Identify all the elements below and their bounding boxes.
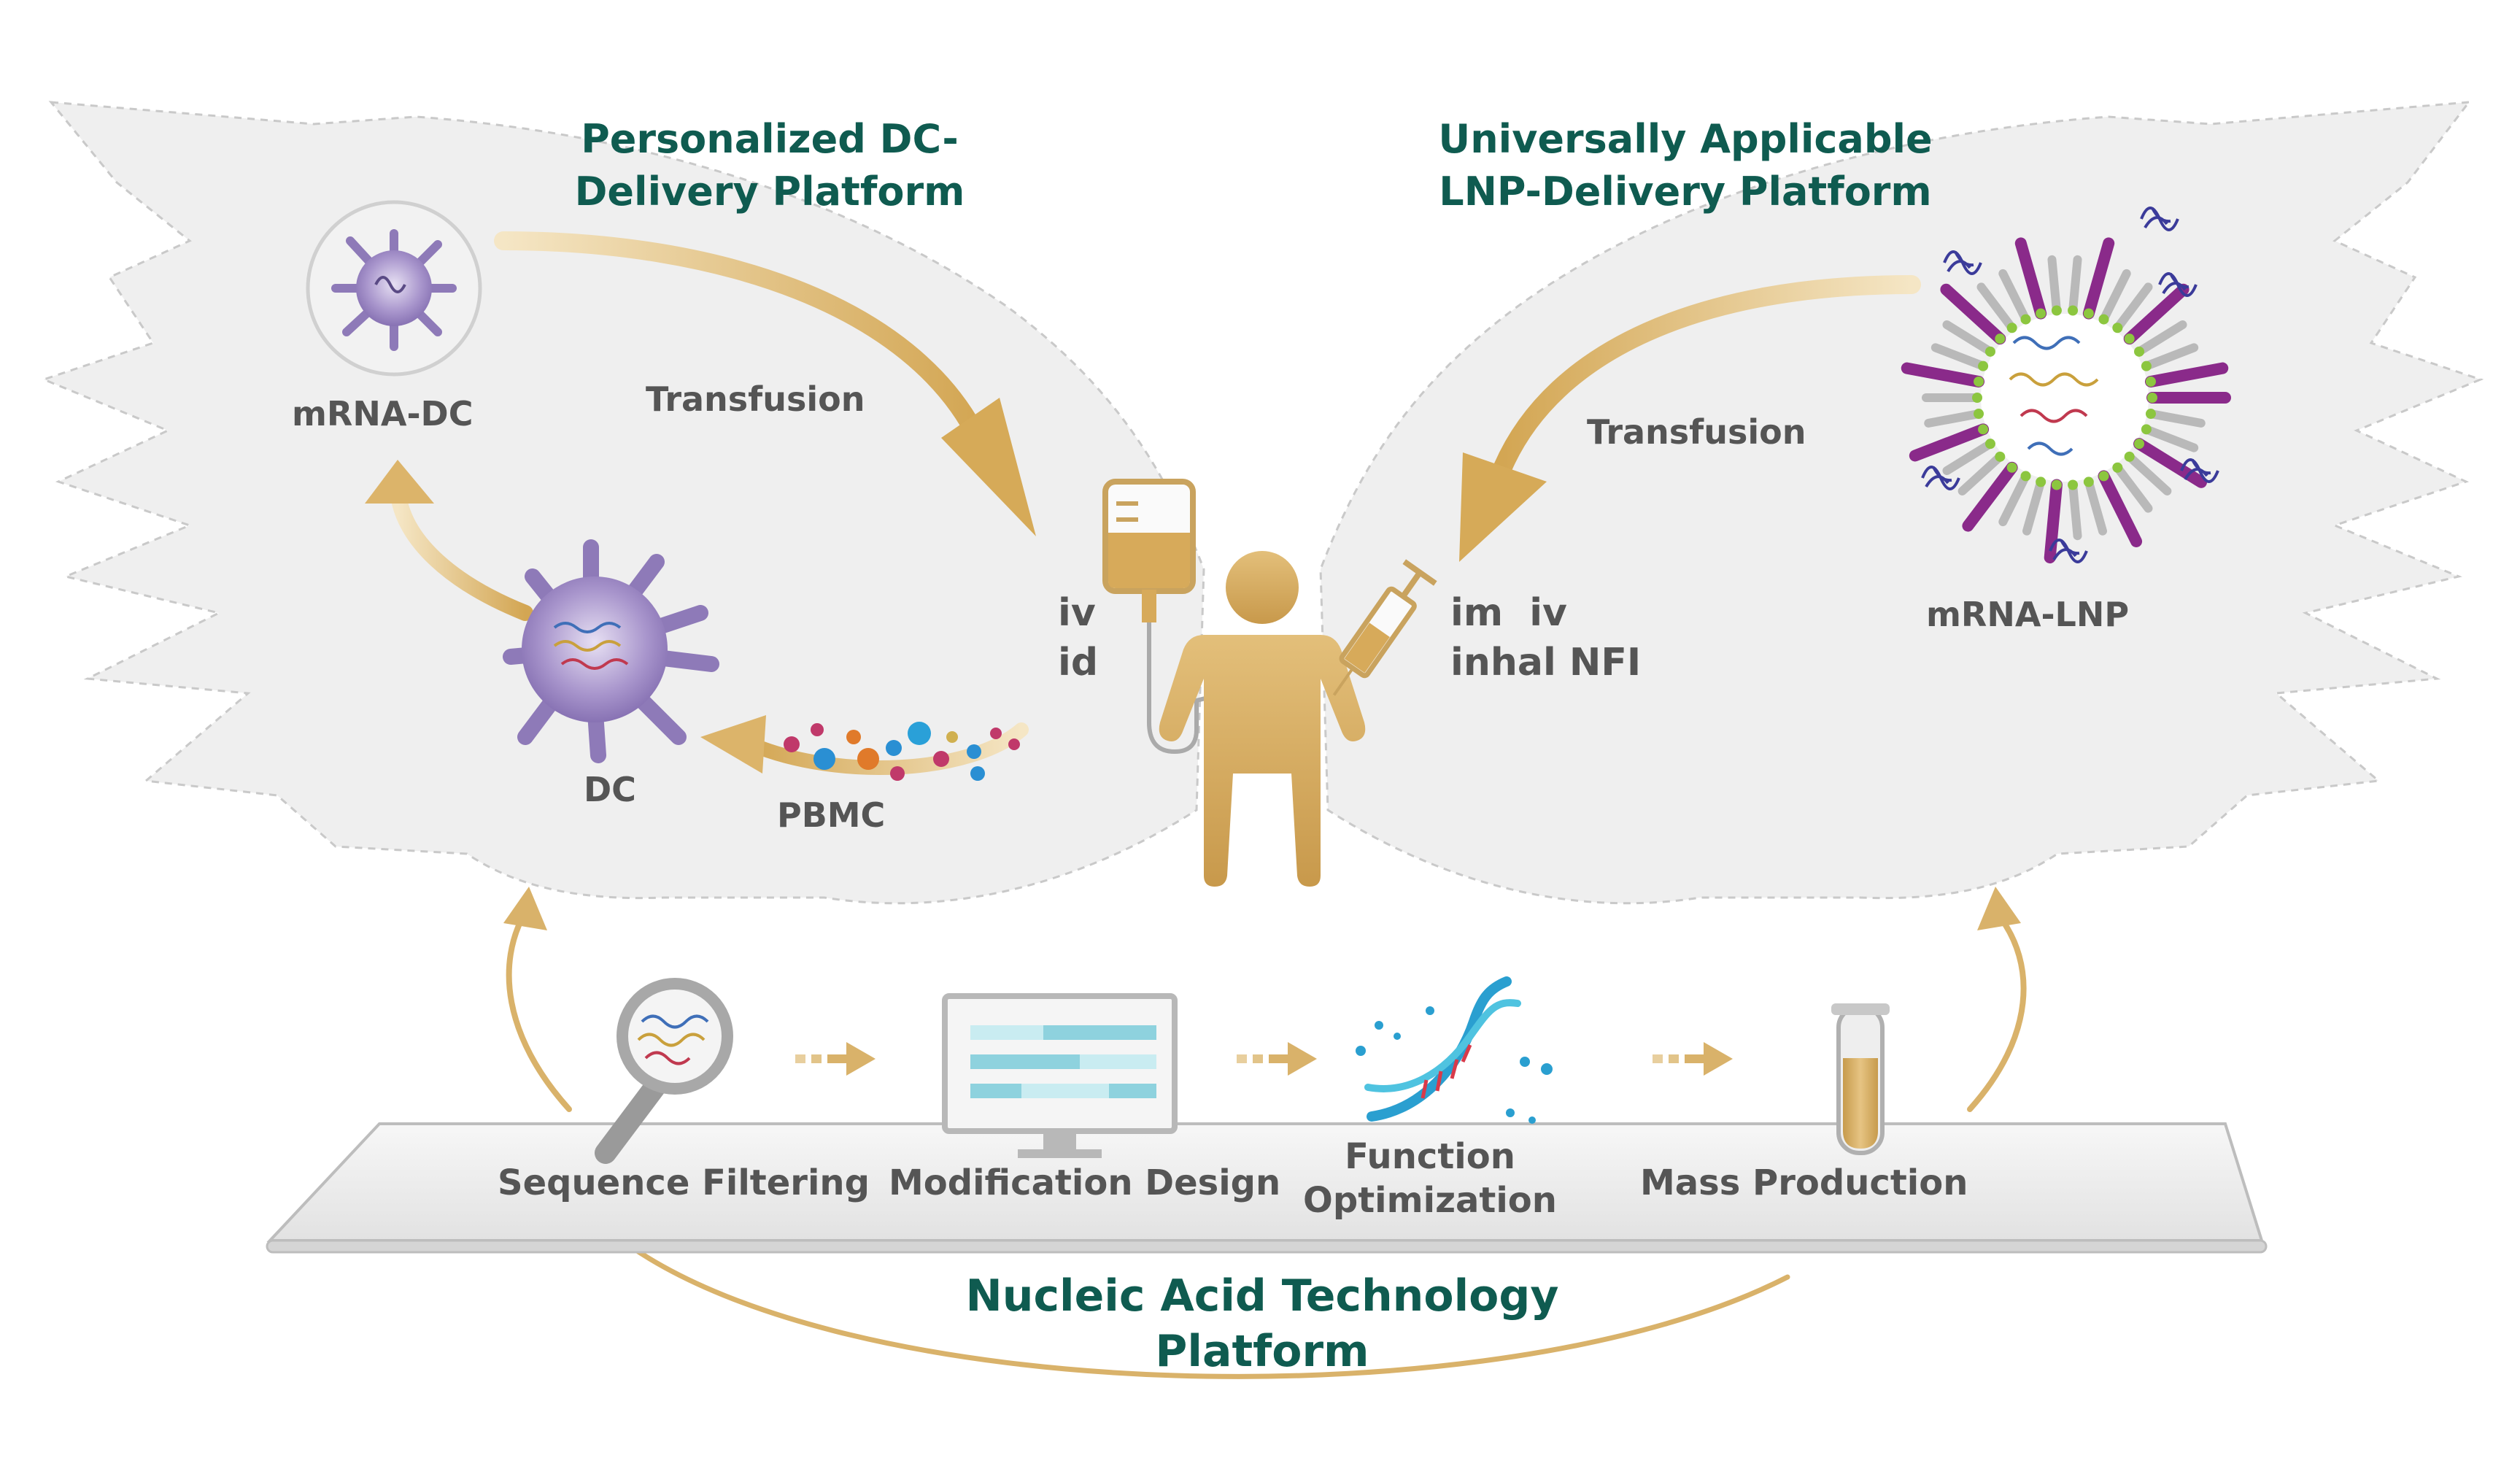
routes-inhal-nfi-label: inhal NFI (1450, 641, 1642, 684)
lnp-particle-icon (1901, 207, 2231, 564)
left-rising-arrow (503, 887, 572, 1112)
monitor-icon (942, 993, 1178, 1158)
dc-platform-title: Personalized DC- Delivery Platform (554, 113, 985, 218)
dc-to-mrna-dc-arrow (365, 460, 533, 621)
patient-figure-icon (1159, 551, 1366, 887)
step-arrow-3 (1653, 1042, 1733, 1076)
transfusion-arrow-right (1459, 275, 1921, 562)
step-arrow-1 (795, 1042, 876, 1076)
dc-platform-title-line2: Delivery Platform (574, 169, 965, 215)
mrna-lnp-label: mRNA-LNP (1926, 595, 2130, 634)
step-function-line1: Function (1345, 1136, 1515, 1177)
route-id-label: id (1058, 641, 1099, 684)
right-wing (1319, 101, 2484, 905)
right-rising-arrow (1967, 887, 2027, 1112)
lnp-platform-title: Universally Applicable LNP-Delivery Plat… (1386, 113, 1984, 218)
step-sequence-filtering: Sequence Filtering (498, 1162, 870, 1203)
nucleic-acid-title-line2: Platform (1155, 1326, 1369, 1377)
lnp-platform-title-line1: Universally Applicable (1438, 116, 1933, 162)
step-arrow-2 (1237, 1042, 1317, 1076)
route-iv-label: iv (1058, 591, 1096, 635)
syringe-icon (1332, 559, 1437, 696)
transfusion-label-left: Transfusion (646, 379, 865, 419)
step-modification-design: Modification Design (889, 1162, 1281, 1203)
transfusion-label-right: Transfusion (1587, 412, 1806, 452)
routes-im-iv-label: im iv (1450, 591, 1567, 635)
dc-cell-icon (503, 539, 719, 763)
bottom-arc (610, 1230, 1790, 1379)
mrna-dc-cell-icon (306, 200, 482, 377)
step-function-optimization: Function Optimization (1291, 1135, 1569, 1222)
lnp-platform-title-line2: LNP-Delivery Platform (1439, 169, 1932, 215)
transfusion-arrow-left (494, 231, 1036, 536)
step-function-line2: Optimization (1303, 1180, 1557, 1221)
iv-bag-icon (1102, 479, 1226, 755)
nucleic-acid-title-line1: Nucleic Acid Technology (965, 1270, 1559, 1322)
nucleic-acid-platform-title: Nucleic Acid Technology Platform (927, 1268, 1598, 1379)
technology-board (266, 1122, 2268, 1254)
pbmc-cells-icon (784, 722, 1020, 781)
mrna-dc-label: mRNA-DC (292, 394, 474, 433)
dc-platform-title-line1: Personalized DC- (581, 116, 959, 162)
step-mass-production: Mass Production (1640, 1162, 1968, 1203)
test-tube-icon (1831, 1003, 1890, 1155)
magnifier-icon (595, 978, 733, 1164)
dc-label: DC (584, 770, 636, 809)
pbmc-label: PBMC (777, 795, 886, 835)
dna-helix-icon (1356, 976, 1553, 1124)
